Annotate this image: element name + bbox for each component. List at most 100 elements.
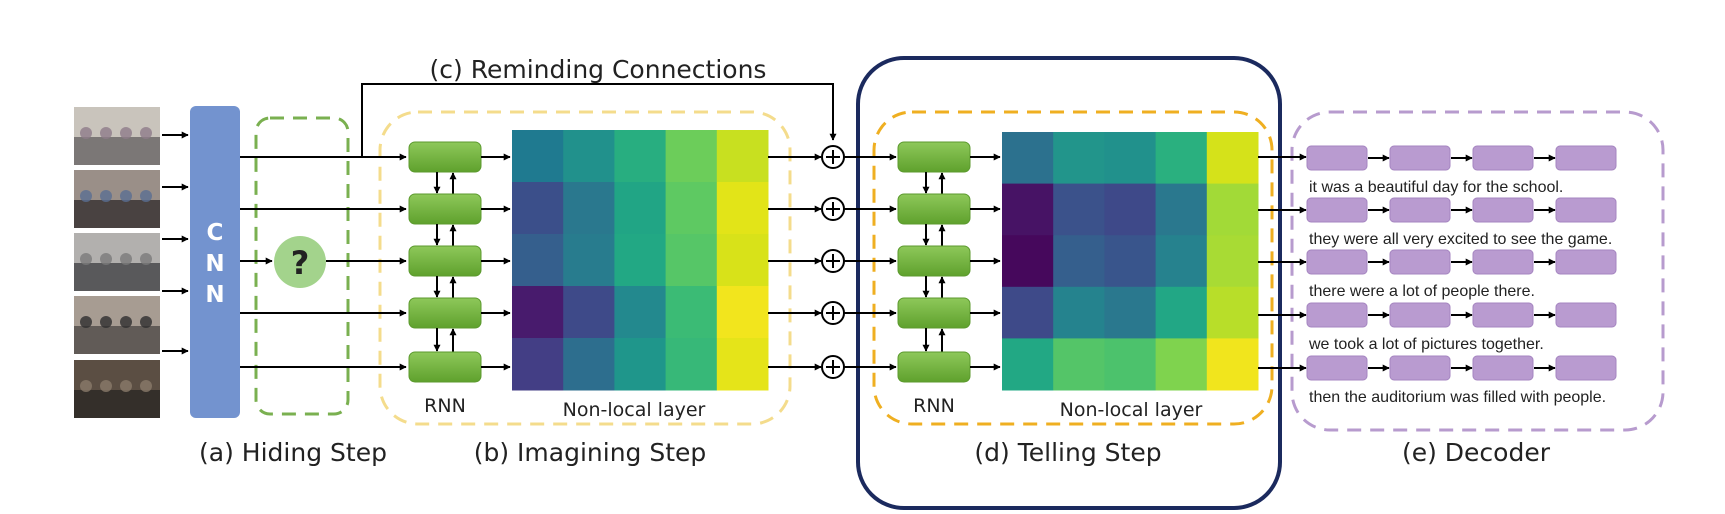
telling-heatmap-cell bbox=[1053, 286, 1105, 339]
telling-heatmap-cell bbox=[1053, 338, 1105, 391]
rnn-cell bbox=[897, 141, 971, 173]
hidden-image-circle bbox=[274, 236, 326, 288]
telling-step-box bbox=[872, 110, 1274, 426]
decoder-cell bbox=[1389, 302, 1451, 328]
decoder-sentence: we took a lot of pictures together. bbox=[1308, 336, 1544, 353]
decoder-sentence: it was a beautiful day for the school. bbox=[1309, 179, 1563, 196]
photo-lower-region bbox=[74, 200, 160, 228]
nonlocal-label-b: Non-local layer bbox=[563, 399, 706, 421]
telling-heatmap bbox=[970, 132, 1259, 391]
imagining-heatmap-cell bbox=[563, 234, 615, 287]
telling-rnn bbox=[897, 141, 971, 383]
cnn-letter-n2: N bbox=[205, 282, 224, 308]
photo-figure bbox=[100, 316, 112, 328]
imagining-heatmap-cell bbox=[512, 130, 564, 183]
imagining-heatmap-cell bbox=[716, 182, 769, 235]
imagining-heatmap-cell bbox=[665, 286, 718, 339]
decoder-cell bbox=[1555, 249, 1617, 275]
decoder-cell bbox=[1472, 145, 1534, 171]
photo-lower-region bbox=[74, 137, 160, 165]
input-photos bbox=[74, 107, 160, 418]
decoder-cell bbox=[1555, 355, 1617, 381]
decoder-cell bbox=[1306, 145, 1368, 171]
decoder-cell bbox=[1472, 355, 1534, 381]
rnn-cell bbox=[408, 297, 482, 329]
decoder-sentence: they were all very excited to see the ga… bbox=[1309, 231, 1612, 248]
decoder-cell bbox=[1555, 197, 1617, 223]
telling-heatmap-cell bbox=[1053, 132, 1105, 185]
decoder-cell bbox=[1306, 249, 1368, 275]
imagining-heatmap-cell bbox=[716, 338, 769, 391]
decoder-cell bbox=[1555, 302, 1617, 328]
telling-heatmap-cell bbox=[1002, 338, 1054, 391]
photo-figure bbox=[120, 253, 132, 265]
photo-figure bbox=[120, 380, 132, 392]
caption-imagining-step: (b) Imagining Step bbox=[474, 438, 707, 467]
cnn-block bbox=[190, 106, 240, 418]
imagining-heatmap-cell bbox=[563, 130, 615, 183]
imagining-rnn bbox=[408, 141, 482, 383]
photo-figure bbox=[100, 190, 112, 202]
imagining-heatmap-cell bbox=[614, 286, 667, 339]
imagining-heatmap-cell bbox=[563, 286, 615, 339]
telling-heatmap-cell bbox=[1155, 132, 1208, 185]
telling-heatmap-cell bbox=[1053, 235, 1105, 288]
imagining-heatmap-cell bbox=[716, 234, 769, 287]
cnn-letter-n1: N bbox=[205, 251, 224, 277]
cnn-letter-c: C bbox=[207, 220, 224, 246]
photo-figure bbox=[120, 127, 132, 139]
rnn-cell bbox=[408, 141, 482, 173]
photo-3 bbox=[74, 233, 160, 291]
decoder-cell bbox=[1389, 145, 1451, 171]
imagining-heatmap-cell bbox=[512, 338, 564, 391]
imagining-heatmap-cell bbox=[512, 286, 564, 339]
telling-heatmap-cell bbox=[1206, 235, 1259, 288]
decoder-cell bbox=[1472, 302, 1534, 328]
photo-figure bbox=[140, 190, 152, 202]
telling-heatmap-cell bbox=[1206, 183, 1259, 236]
caption-decoder: (e) Decoder bbox=[1402, 438, 1551, 467]
rnn-cell bbox=[408, 193, 482, 225]
photo-2 bbox=[74, 170, 160, 228]
telling-heatmap-cell bbox=[1104, 183, 1157, 236]
photo-figure bbox=[140, 253, 152, 265]
imagining-heatmap-cell bbox=[716, 286, 769, 339]
photo-figure bbox=[80, 190, 92, 202]
fusion-column bbox=[768, 145, 897, 379]
photo-figure bbox=[80, 253, 92, 265]
decoder-cell bbox=[1306, 197, 1368, 223]
imagining-heatmap-cell bbox=[512, 234, 564, 287]
imagining-heatmap-cell bbox=[665, 234, 718, 287]
photo-figure bbox=[120, 190, 132, 202]
decoder-cell bbox=[1389, 355, 1451, 381]
photo-figure bbox=[80, 380, 92, 392]
photo-lower-region bbox=[74, 326, 160, 354]
decoder-cell bbox=[1306, 302, 1368, 328]
telling-heatmap-cell bbox=[1104, 132, 1157, 185]
photo-4 bbox=[74, 296, 160, 354]
telling-heatmap-cell bbox=[1104, 235, 1157, 288]
photo-figure bbox=[80, 127, 92, 139]
decoder-cell bbox=[1389, 197, 1451, 223]
rnn-label-b: RNN bbox=[424, 395, 466, 417]
imagining-heatmap-cell bbox=[716, 130, 769, 183]
imagining-step-box bbox=[378, 110, 792, 426]
decoder-cell bbox=[1472, 249, 1534, 275]
nonlocal-label-d: Non-local layer bbox=[1060, 399, 1203, 421]
telling-heatmap-cell bbox=[1002, 286, 1054, 339]
caption-hiding-step: (a) Hiding Step bbox=[199, 438, 387, 467]
photo-figure bbox=[140, 127, 152, 139]
telling-heatmap-cell bbox=[1155, 183, 1208, 236]
decoder-cell bbox=[1472, 197, 1534, 223]
photo-figure bbox=[100, 127, 112, 139]
telling-heatmap-cell bbox=[1155, 338, 1208, 391]
decoder-cell bbox=[1555, 145, 1617, 171]
question-mark: ? bbox=[291, 244, 310, 282]
telling-heatmap-cell bbox=[1002, 235, 1054, 288]
photo-figure bbox=[140, 316, 152, 328]
photo-figure bbox=[140, 380, 152, 392]
hiding-step-arrows bbox=[162, 131, 407, 371]
imagining-heatmap-cell bbox=[614, 338, 667, 391]
caption-telling-step: (d) Telling Step bbox=[974, 438, 1161, 467]
